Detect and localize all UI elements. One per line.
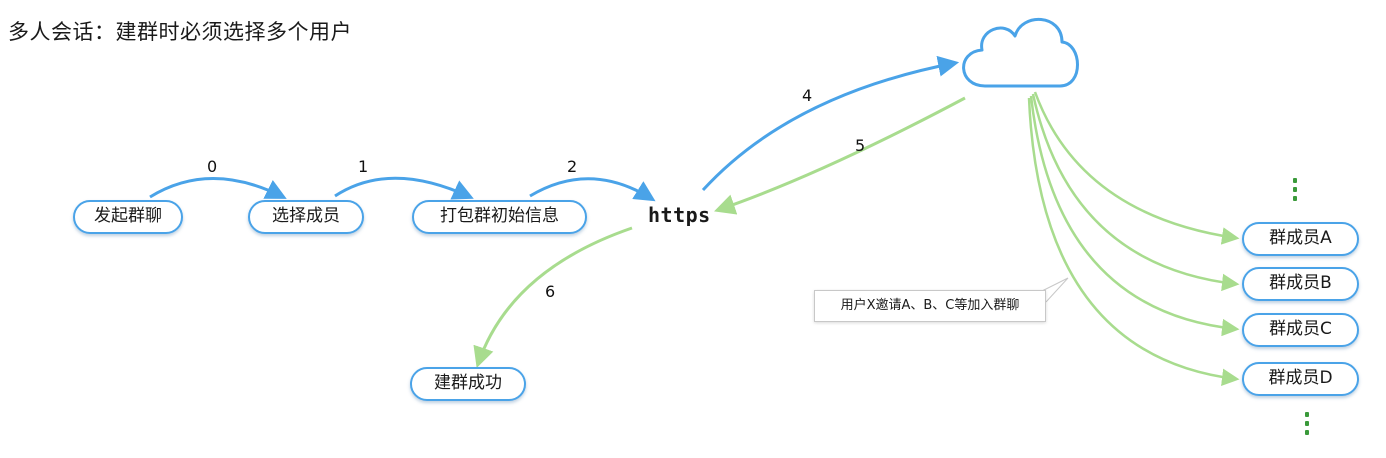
edge-to-member-a — [1033, 91, 1240, 245]
invite-note: 用户X邀请A、B、C等加入群聊 — [814, 290, 1046, 322]
edge-0 — [149, 177, 287, 199]
node-member-a[interactable]: 群成员A — [1242, 222, 1359, 256]
note-callout-tail — [1039, 277, 1069, 303]
node-pack-group-info[interactable]: 打包群初始信息 — [412, 200, 587, 234]
node-https[interactable]: https — [648, 203, 711, 227]
edge-to-member-d — [1027, 97, 1240, 386]
edge-to-member-b — [1031, 93, 1240, 292]
vertical-ellipsis-icon — [1293, 178, 1297, 205]
edge-label-2: 2 — [567, 157, 578, 176]
edge-5 — [714, 96, 966, 215]
edge-label-1: 1 — [358, 157, 369, 176]
page-title: 多人会话：建群时必须选择多个用户 — [8, 20, 352, 44]
edge-4 — [701, 55, 960, 192]
edge-label-4: 4 — [802, 86, 813, 105]
edge-2 — [529, 177, 656, 202]
edge-label-5: 5 — [855, 136, 866, 155]
node-member-d[interactable]: 群成员D — [1242, 362, 1359, 396]
edge-label-0: 0 — [207, 157, 218, 176]
node-group-created[interactable]: 建群成功 — [410, 367, 526, 401]
edge-1 — [334, 176, 474, 200]
node-member-b[interactable]: 群成员B — [1242, 267, 1359, 301]
edge-6 — [473, 226, 633, 368]
node-select-members[interactable]: 选择成员 — [248, 200, 364, 234]
cloud-icon — [962, 18, 1079, 88]
edge-to-member-c — [1029, 95, 1240, 337]
vertical-ellipsis-icon — [1305, 412, 1309, 439]
node-member-c[interactable]: 群成员C — [1242, 313, 1359, 347]
node-start-group-chat[interactable]: 发起群聊 — [73, 200, 183, 234]
edge-label-6: 6 — [545, 282, 556, 301]
